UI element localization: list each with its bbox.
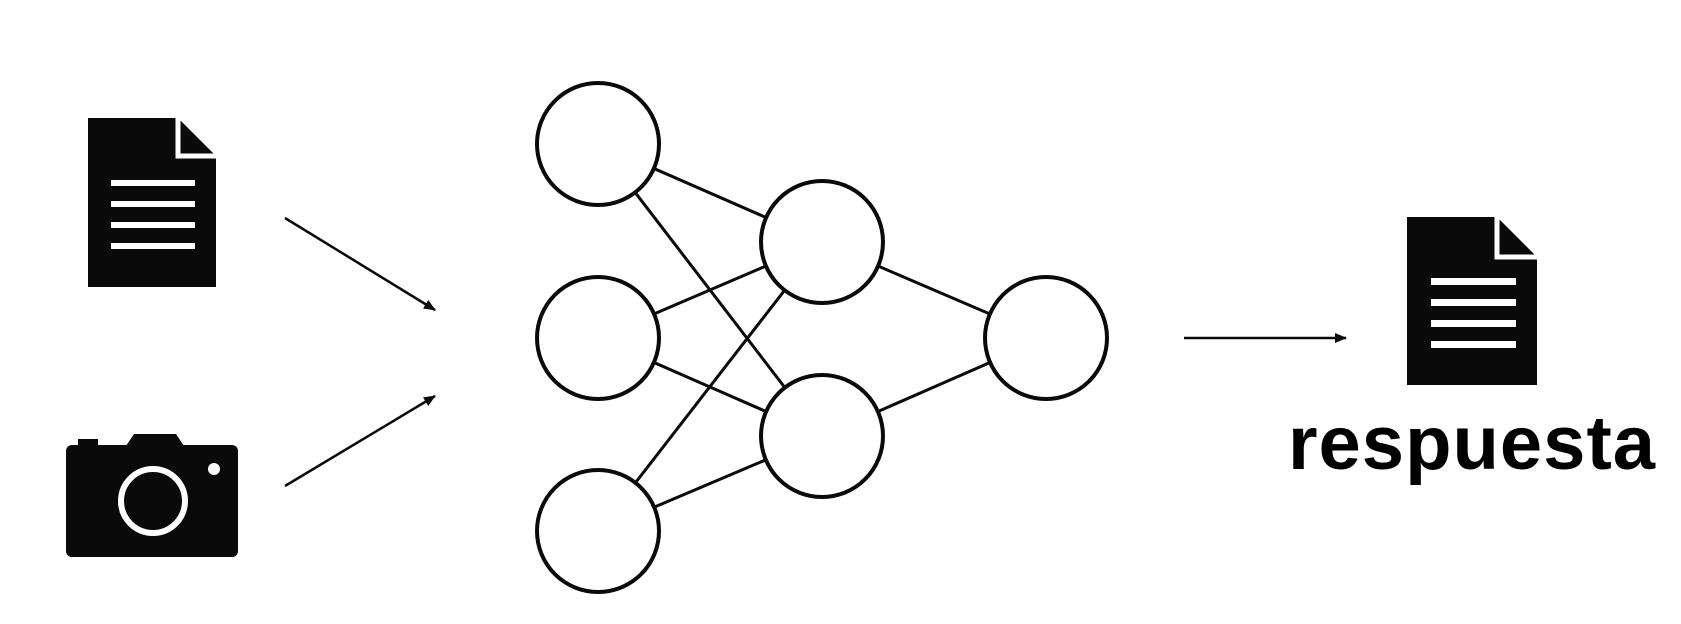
hidden-node-2 bbox=[759, 373, 885, 499]
input-node-3 bbox=[535, 468, 661, 594]
input-node-2 bbox=[535, 275, 661, 401]
input-node-1 bbox=[535, 81, 661, 207]
input-arrow-top bbox=[284, 216, 436, 312]
input-camera-icon bbox=[66, 434, 238, 557]
hidden-node-1 bbox=[759, 179, 885, 305]
output-layer bbox=[983, 275, 1109, 401]
output-node-1 bbox=[983, 275, 1109, 401]
output-document-icon bbox=[1407, 217, 1537, 385]
input-layer bbox=[535, 81, 661, 594]
input-document-icon bbox=[88, 118, 216, 287]
output-label: respuesta bbox=[1287, 401, 1657, 486]
input-arrow-bottom bbox=[284, 394, 436, 488]
hidden-layer bbox=[759, 179, 885, 499]
